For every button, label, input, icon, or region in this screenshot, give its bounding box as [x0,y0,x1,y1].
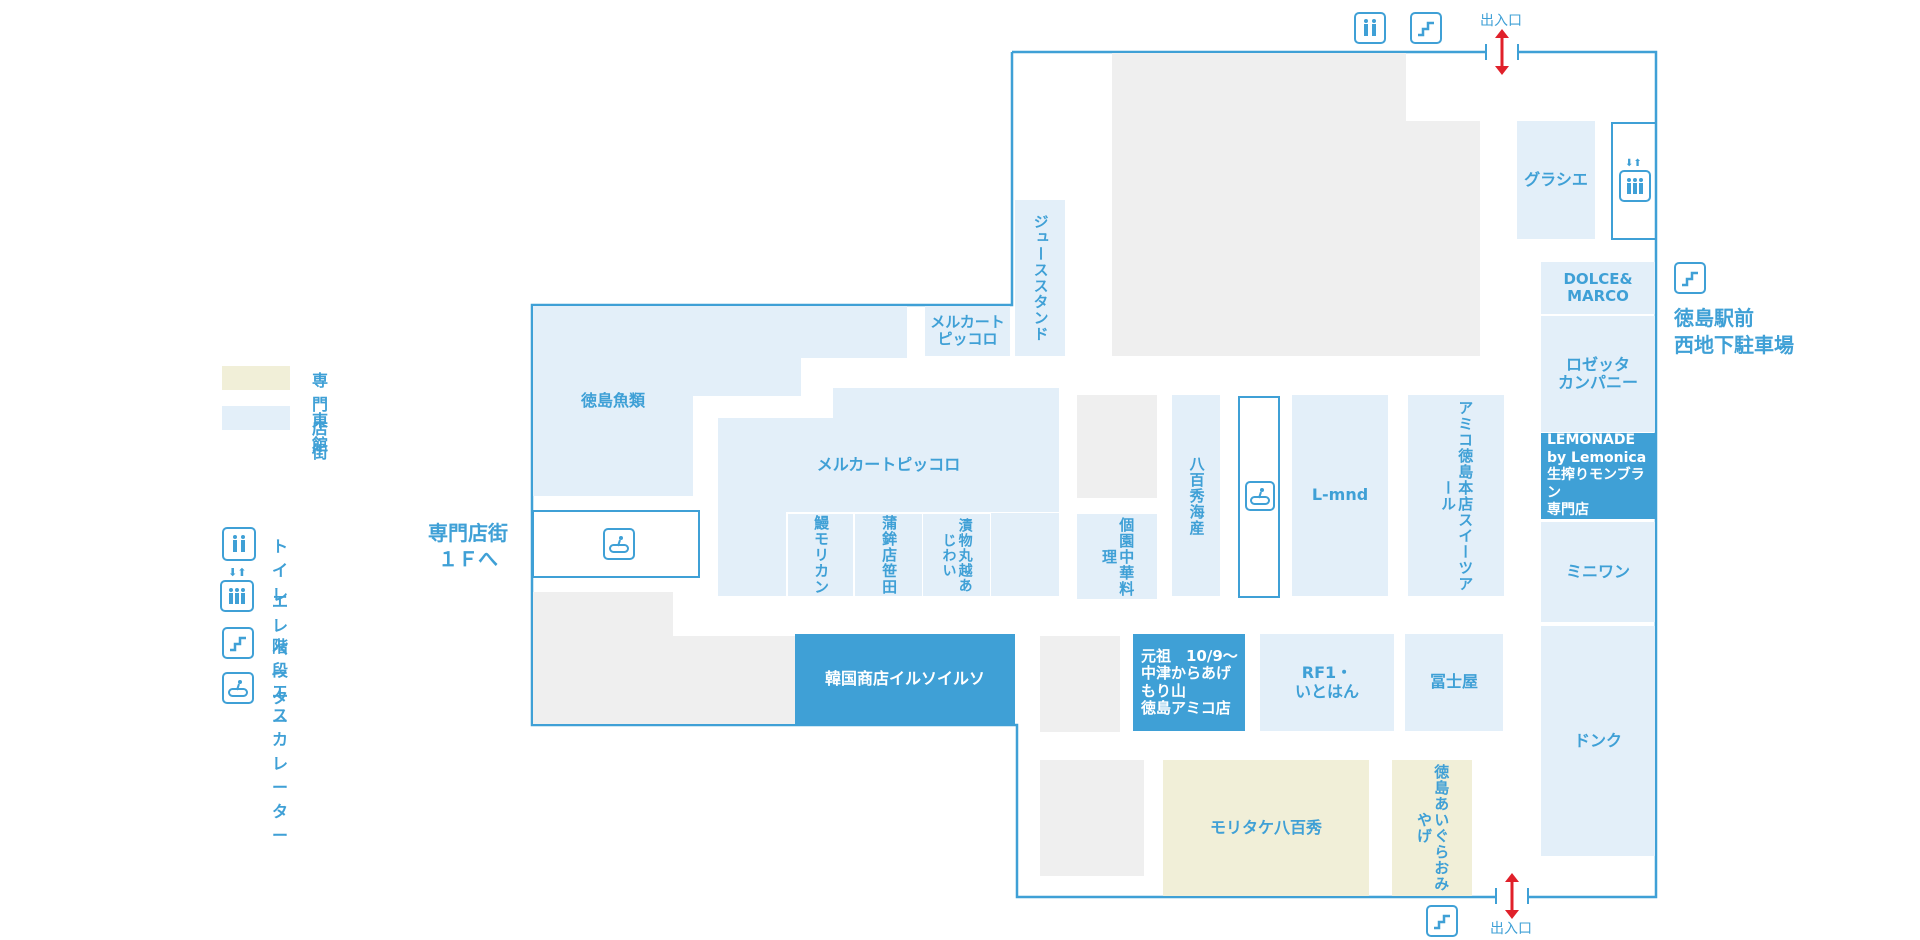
entrance-bottom-label: 出入口 [1490,921,1532,937]
shop-label: ミニワン [1565,561,1630,581]
elevator-right [1611,122,1657,240]
shop-label: 蒲鉾店笹田 [880,515,899,595]
shop-merkart-piccolo-bottom-left[interactable] [718,512,786,596]
to-specialty-line2: １Ｆへ [438,547,498,571]
escalator-icon [1245,481,1275,511]
shop-tokushima-gyorui[interactable]: 徳島魚類 [533,391,693,496]
shop-tokushima-gyorui-mid[interactable] [533,358,801,396]
shop-amico-honten[interactable]: アミコ徳島本店スイーツアール [1408,395,1504,596]
shop-label: ジューススタンド [1031,214,1050,342]
back-area-left [533,592,673,724]
shop-label: RF1・ いとはん [1294,663,1359,701]
escalator-icon [222,672,254,704]
back-area-left-lower [673,636,795,724]
legend-label-elevator: エレベーター [272,592,289,731]
shop-label: ドンク [1573,730,1622,750]
legend-label-stairs: 階段 [272,637,289,680]
legend-label-east-wing: 東館 [312,411,329,454]
shop-miniwan[interactable]: ミニワン [1541,522,1655,622]
escalator-icon [603,528,635,560]
shop-label: メルカートピッコロ [816,454,961,474]
escalator-center [1238,396,1280,598]
back-area-center [1040,636,1120,732]
shop-lemonade[interactable]: LEMONADE by Lemonica 生搾りモンブラン 専門店 [1541,432,1655,519]
shop-label: グラシエ [1524,169,1588,189]
to-specialty-label: 専門店街 １Ｆへ [428,520,508,572]
legend-swatch-east-wing [222,406,290,430]
parking-label: 徳島駅前 西地下駐車場 [1674,305,1794,359]
back-area-center-small [1077,395,1157,498]
shop-yaohide-kaisan[interactable]: 八百秀海産 [1172,395,1220,596]
shop-label: メルカート ピッコロ [930,312,1005,348]
shop-label: L-mnd [1311,485,1369,505]
shop-aigura[interactable]: 徳島あいぐらおみやげ [1392,760,1472,896]
elevator-arrows-icon: ⬇⬆ [1625,158,1642,169]
legend-swatch-specialty [222,366,290,390]
back-area-bottom [1040,760,1144,876]
shop-label: 八百秀海産 [1187,455,1206,536]
shop-tokushima-gyorui-top[interactable] [533,306,907,358]
shop-sasada-kamaboko[interactable]: 蒲鉾店笹田 [854,513,922,596]
shop-merkart-piccolo-small[interactable]: メルカート ピッコロ [925,306,1010,356]
shop-label: 徳島あいぐらおみやげ [1415,764,1451,892]
toilet-icon [222,527,256,561]
shop-label: LEMONADE by Lemonica 生搾りモンブラン 専門店 [1547,432,1647,519]
shop-tsukemono-maruetsu[interactable]: 漬物丸越あじわい [922,513,990,596]
shop-lmnd[interactable]: L-mnd [1292,395,1388,596]
elevator-arrows-icon: ⬇⬆ [228,566,247,579]
shop-label: 個園中華料理 [1100,516,1136,597]
shop-label: アミコ徳島本店スイーツアール [1439,399,1475,592]
shop-label: 韓国商店イルソイルソ [824,668,985,688]
legend-label-escalator: エスカレーター [272,682,289,845]
shop-merkart-piccolo-bottom-right[interactable] [991,513,1059,596]
shop-label: 冨士屋 [1429,672,1478,692]
stairs-icon [1674,262,1706,294]
shop-unagi-morikan[interactable]: 鰻モリカン [787,513,853,596]
shop-rosetta[interactable]: ロゼッタ カンパニー [1541,316,1655,432]
legend-label-specialty: 専門店街 [312,371,329,462]
elevator-icon [1619,170,1651,202]
shop-merkart-piccolo[interactable]: メルカートピッコロ [718,418,1059,512]
shop-gracie[interactable]: グラシエ [1517,121,1595,239]
entrance-top-arrow-icon [1485,29,1519,75]
shop-label: 徳島魚類 [580,391,645,410]
shop-korean-shop[interactable]: 韓国商店イルソイルソ [795,634,1015,724]
escalator-left [532,510,700,578]
entrance-top-label: 出入口 [1480,13,1522,29]
shop-dolce-marco[interactable]: DOLCE& MARCO [1541,262,1655,314]
stairs-icon [1410,12,1442,44]
back-area-top-right [1406,121,1480,356]
stairs-icon [222,627,254,659]
shop-label: 漬物丸越あじわい [940,517,973,593]
legend-label-toilet: トイレ [272,537,289,604]
shop-label: ロゼッタ カンパニー [1557,354,1638,392]
shop-label: モリタケ八百秀 [1209,817,1322,837]
shop-moritake[interactable]: モリタケ八百秀 [1163,760,1369,896]
stairs-icon [1426,905,1458,937]
shop-donk[interactable]: ドンク [1541,626,1655,856]
shop-merkart-piccolo-top[interactable] [833,388,1059,418]
shop-rf1[interactable]: RF1・ いとはん [1260,634,1394,731]
shop-koen-chuka[interactable]: 個園中華料理 [1077,514,1157,599]
back-area-top [1112,53,1406,356]
shop-juice-stand[interactable]: ジューススタンド [1015,200,1065,356]
shop-label: DOLCE& MARCO [1563,269,1633,305]
shop-label: 鰻モリカン [812,515,831,595]
entrance-bottom-arrow-icon [1495,873,1529,919]
shop-ganso-karaage[interactable]: 元祖 10/9〜 中津からあげ もり山 徳島アミコ店 [1133,634,1245,731]
shop-label: 元祖 10/9〜 中津からあげ もり山 徳島アミコ店 [1141,647,1238,717]
to-specialty-line1: 専門店街 [428,521,508,545]
parking-line1: 徳島駅前 [1674,306,1754,330]
elevator-icon [220,580,254,612]
parking-line2: 西地下駐車場 [1674,333,1794,357]
toilet-icon [1354,12,1386,44]
shop-fujiya[interactable]: 冨士屋 [1405,634,1503,731]
